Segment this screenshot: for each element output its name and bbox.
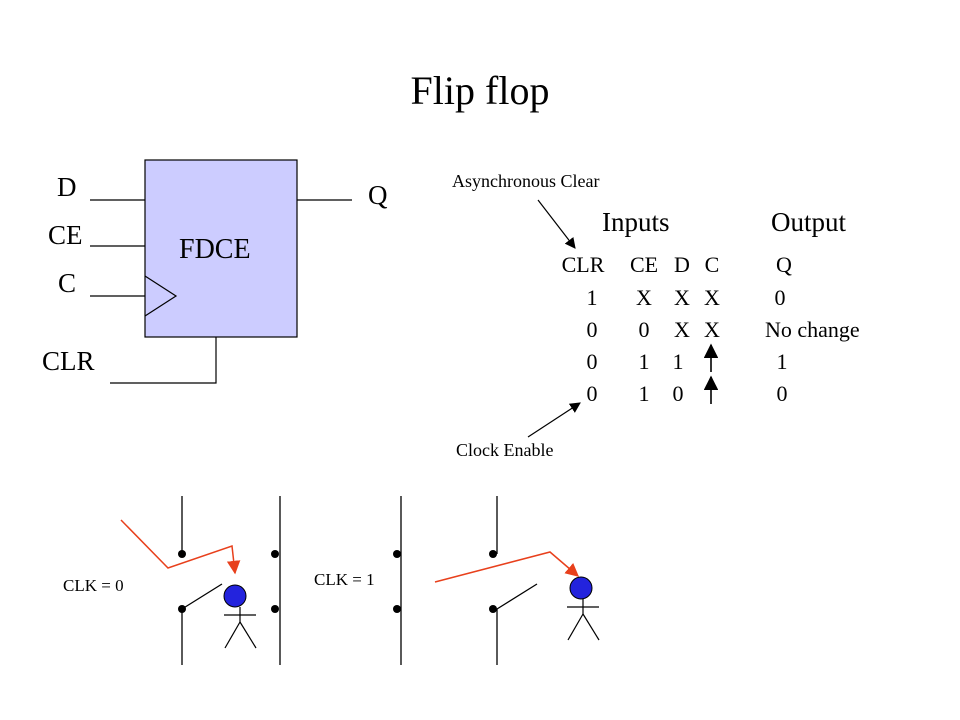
clk-1-label: CLK = 1 <box>314 570 375 589</box>
switch-lever <box>496 583 538 610</box>
table-cell: 1 <box>586 285 598 310</box>
column-header: CE <box>629 252 659 277</box>
person-icon <box>567 576 600 641</box>
column-header: CLR <box>561 252 605 277</box>
table-cell: X <box>674 285 690 310</box>
pin-label-d: D <box>57 172 77 202</box>
table-cell: X <box>674 317 690 342</box>
table-cell: X <box>636 285 652 310</box>
table-cell: 1 <box>638 381 650 406</box>
fdce-block <box>144 159 298 338</box>
table-cell: No change <box>765 317 860 342</box>
signal-arrow <box>434 551 580 583</box>
clock-triangle <box>144 275 178 317</box>
table-cell: 0 <box>774 285 786 310</box>
table-cell: 0 <box>586 381 598 406</box>
contact-dot <box>489 550 497 558</box>
pin-label-ce: CE <box>48 220 83 250</box>
page-title: Flip flop <box>410 68 550 113</box>
pin-label-clr: CLR <box>42 346 95 376</box>
contact-dot <box>489 605 497 613</box>
table-cell: 1 <box>776 349 788 374</box>
clock-enable-arrow <box>527 402 581 438</box>
inputs-header: Inputs <box>602 207 670 237</box>
contact-dot <box>271 550 279 558</box>
switch-lever <box>181 583 223 610</box>
contact-dot <box>393 550 401 558</box>
output-header: Output <box>771 207 847 237</box>
async-clear-arrow <box>537 199 576 249</box>
clr-pin-line <box>110 337 217 384</box>
table-cell: 0 <box>638 317 650 342</box>
column-header: D <box>674 252 690 277</box>
column-header: Q <box>776 252 792 277</box>
table-cell: X <box>704 317 720 342</box>
table-cell: 0 <box>586 317 598 342</box>
table-cell: X <box>704 285 720 310</box>
column-header: C <box>704 252 720 277</box>
clock-enable-note: Clock Enable <box>456 440 554 460</box>
contact-dot <box>393 605 401 613</box>
async-clear-note: Asynchronous Clear <box>452 171 600 191</box>
signal-arrow <box>120 519 241 575</box>
contact-dot <box>178 550 186 558</box>
table-cell: 0 <box>586 349 598 374</box>
pin-label-q: Q <box>368 180 388 210</box>
table-cell: 0 <box>776 381 788 406</box>
table-cell: 1 <box>638 349 650 374</box>
clk-0-label: CLK = 0 <box>63 576 124 595</box>
table-cell: 1 <box>672 349 684 374</box>
person-icon <box>223 584 257 649</box>
block-name: FDCE <box>179 234 251 265</box>
pin-label-c: C <box>58 268 77 298</box>
contact-dot <box>271 605 279 613</box>
table-cell: 0 <box>672 381 684 406</box>
